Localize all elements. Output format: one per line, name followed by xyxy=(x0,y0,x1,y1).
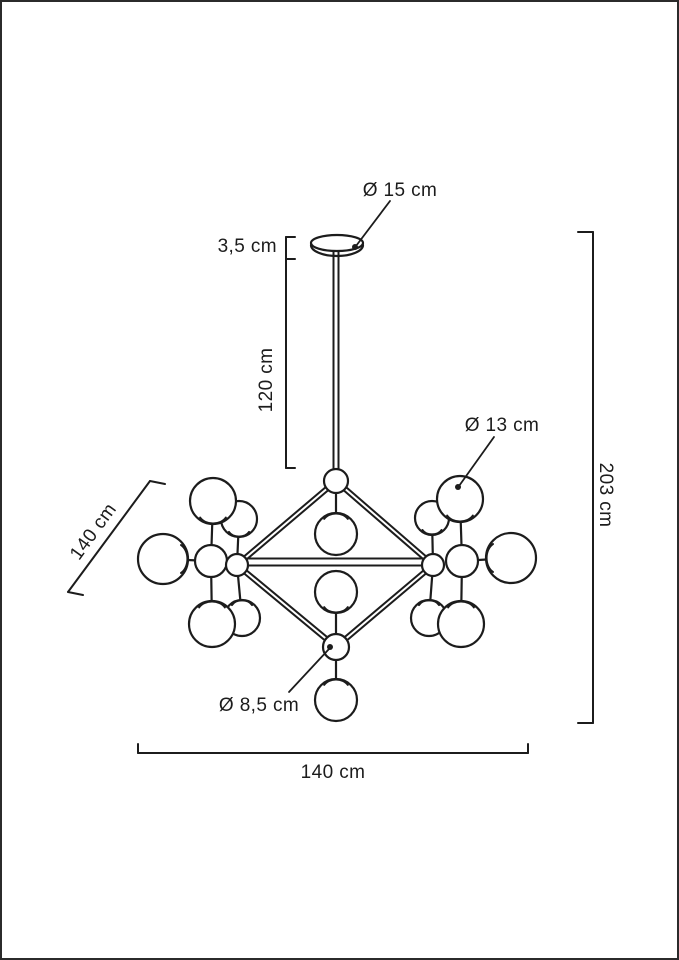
label-canopy-height: 3,5 cm xyxy=(218,236,277,257)
frame-edge-top-left xyxy=(234,478,336,565)
leader-canopy-diameter-dot xyxy=(352,244,358,250)
label-total-height: 203 cm xyxy=(595,463,616,528)
leader-small-globe-diameter xyxy=(288,648,330,693)
frame-edge-bottom-right xyxy=(336,565,436,650)
right-outer-globe xyxy=(484,531,538,585)
chandelier-artwork xyxy=(67,200,594,754)
label-width: 140 cm xyxy=(301,762,366,783)
bottom-hub-sphere xyxy=(321,632,351,662)
right-bottom-globe xyxy=(436,599,486,649)
leader-large-globe-diameter-dot xyxy=(455,484,461,490)
center-upper-globe xyxy=(313,511,359,557)
right-back-lower-globe-cap xyxy=(417,599,441,607)
right-back-upper-globe-cap xyxy=(421,529,443,536)
right-top-globe xyxy=(435,474,485,524)
center-upper-globe-cap xyxy=(323,512,349,520)
right-vertex-sphere xyxy=(420,552,446,578)
frame-edge-bottom-left xyxy=(234,565,336,650)
label-large-globe-diameter: Ø 13 cm xyxy=(465,415,540,436)
dim-depth xyxy=(67,480,151,593)
center-bottom-globe xyxy=(313,677,359,723)
label-canopy-diameter: Ø 15 cm xyxy=(363,180,438,201)
frame-edge-top-right xyxy=(336,478,436,565)
leader-canopy-diameter xyxy=(355,200,391,247)
frame-edge-bottom-left xyxy=(237,562,339,647)
right-bottom-globe-cap xyxy=(447,600,475,609)
frame-edge-bottom-right xyxy=(333,562,433,647)
left-bottom-globe-cap xyxy=(198,600,226,609)
center-lower-globe xyxy=(313,569,359,615)
left-top-globe-cap xyxy=(199,516,227,525)
top-hub-sphere xyxy=(322,467,350,495)
dim-depth xyxy=(67,591,84,596)
left-back-upper-globe-cap xyxy=(227,530,251,538)
right-top-globe-cap xyxy=(446,514,474,523)
frame-edge-top-right xyxy=(333,481,433,568)
right-hub-sphere xyxy=(444,543,480,579)
dim-depth xyxy=(149,480,166,485)
left-hub-sphere xyxy=(193,543,229,579)
right-outer-globe-cap xyxy=(485,543,494,573)
label-small-globe-diameter: Ø 8,5 cm xyxy=(219,695,299,716)
label-rod-length: 120 cm xyxy=(256,348,277,413)
left-vertex-sphere xyxy=(224,552,250,578)
left-outer-globe-cap xyxy=(180,544,189,574)
canopy-rim xyxy=(309,243,365,258)
left-back-lower-globe-cap xyxy=(230,599,254,607)
leader-large-globe-diameter xyxy=(458,436,495,487)
left-top-globe xyxy=(188,476,238,526)
left-bottom-globe xyxy=(187,599,237,649)
center-bottom-globe-cap xyxy=(323,678,349,686)
leader-small-globe-diameter-dot xyxy=(327,644,333,650)
center-lower-globe-cap xyxy=(323,606,349,614)
frame-edge-top-left xyxy=(237,481,339,568)
left-outer-globe xyxy=(136,532,190,586)
ceiling-canopy xyxy=(309,233,365,253)
